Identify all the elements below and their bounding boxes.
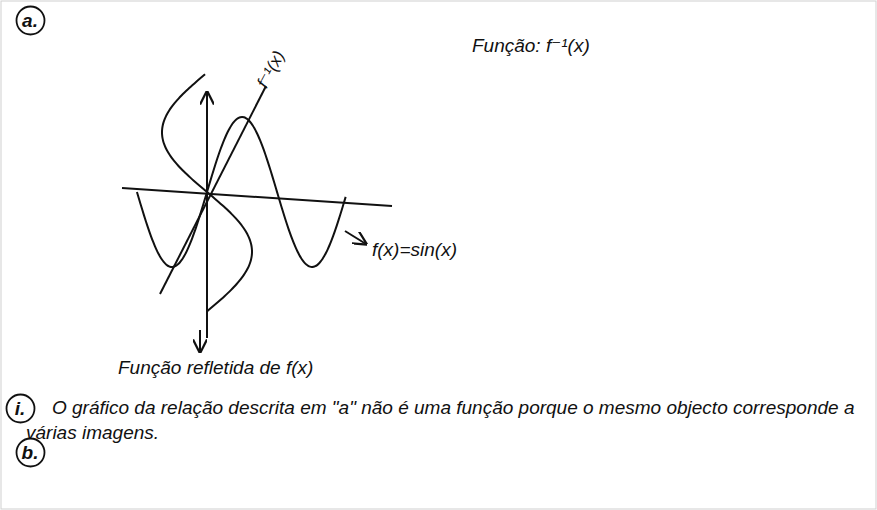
leader-arrow bbox=[199, 330, 201, 352]
sine-curve bbox=[137, 117, 346, 267]
reflected-curve bbox=[162, 74, 252, 311]
y-axis bbox=[206, 92, 208, 338]
marker-letter: i. bbox=[15, 399, 26, 418]
leader-arrow bbox=[345, 231, 366, 244]
curve-label: Função refletida de f(x) bbox=[118, 356, 313, 381]
curve-label: f(x)=sin(x) bbox=[372, 238, 457, 263]
function-label: Função: f⁻¹(x) bbox=[472, 34, 590, 59]
x-axis bbox=[122, 188, 392, 206]
marker-letter: a. bbox=[22, 11, 38, 30]
marker-letter: b. bbox=[22, 443, 39, 462]
answer-note: O gráfico da relação descrita em "a" não… bbox=[26, 396, 861, 445]
curve-label: f⁻¹(x) bbox=[252, 47, 290, 92]
item-marker: i. bbox=[5, 393, 36, 424]
part-marker: a. bbox=[15, 5, 46, 36]
